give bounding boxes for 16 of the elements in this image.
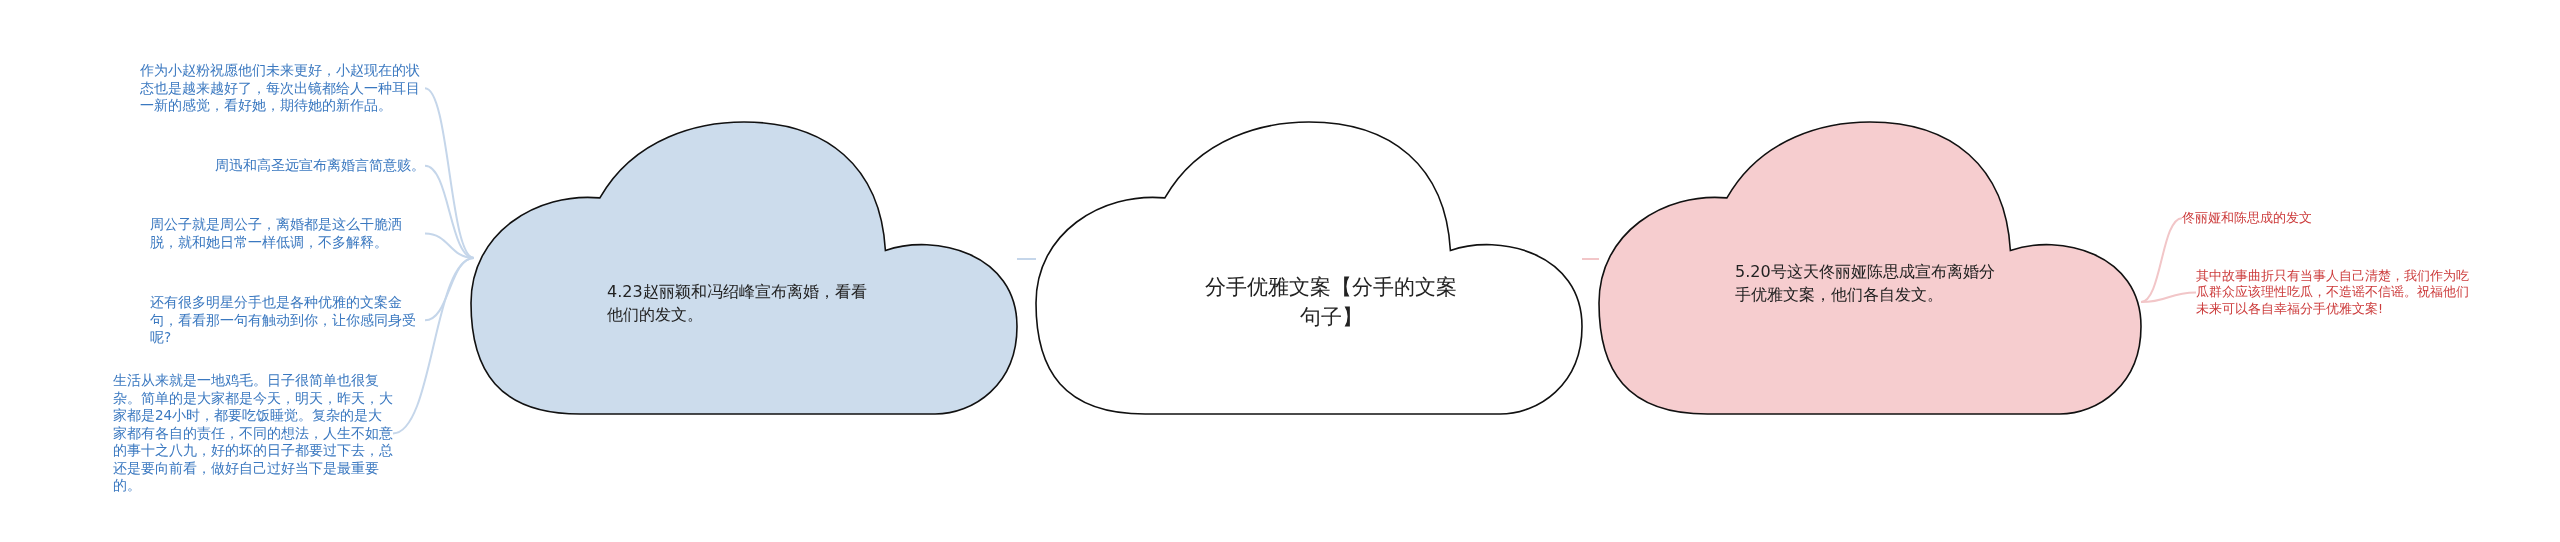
note-text: 生活从来就是一地鸡毛。日子很简单也很复杂。简单的是大家都是今天，明天，昨天，大家都是24小时，都要吃饭睡觉。复杂的是大家都有各自的责任，不同的想法，人生不如意的事十之八九，好的坏的日子都要过下去，总还是要向前看，做好自己过好当下是最重要的。 bbox=[113, 372, 393, 495]
note-text: 周公子就是周公子，离婚都是这么干脆洒脱，就和她日常一样低调，不多解释。 bbox=[150, 216, 403, 252]
connector-line bbox=[392, 257, 475, 435]
connector-line bbox=[1016, 258, 1037, 260]
note-text: 作为小赵粉祝愿他们未来更好，小赵现在的状态也是越来越好了，每次出镜都给人一种耳目一新的感觉，看好她，期待她的新作品。 bbox=[140, 62, 421, 115]
topic-text: 分手优雅文案【分手的文案句子】 bbox=[1204, 274, 1458, 332]
note-text: 还有很多明星分手也是各种优雅的文案金句，看看那一句有触动到你，让你感同身受呢? bbox=[150, 294, 417, 347]
connector-line bbox=[2140, 291, 2197, 303]
note-text: 周迅和高圣远宣布离婚言简意赅。 bbox=[214, 157, 425, 175]
topic-text: 4.23赵丽颖和冯绍峰宣布离婚，看看他们的发文。 bbox=[607, 281, 868, 327]
topic-text: 5.20号这天佟丽娅陈思成宣布离婚分手优雅文案，他们各自发文。 bbox=[1735, 261, 1996, 307]
connector-line bbox=[1581, 258, 1600, 260]
note-text: 其中故事曲折只有当事人自己清楚，我们作为吃瓜群众应该理性吃瓜，不造谣不信谣。祝福他们未来可以各自幸福分手优雅文案! bbox=[2196, 268, 2470, 317]
connector-line bbox=[2140, 217, 2183, 303]
connector-line bbox=[424, 164, 475, 259]
note-text: 佟丽娅和陈思成的发文 bbox=[2182, 210, 2313, 227]
